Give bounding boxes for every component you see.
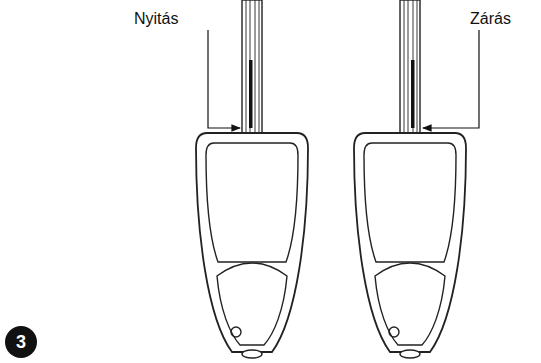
groove-mark-left (249, 60, 253, 128)
key-left (196, 0, 308, 358)
key-right (354, 0, 466, 358)
label-open: Nyitás (134, 10, 178, 28)
groove-mark-right (411, 60, 415, 128)
leader-close (423, 30, 479, 128)
figure-number-badge: 3 (5, 326, 37, 358)
callout-number: 3 (16, 333, 26, 351)
label-close: Zárás (470, 10, 511, 28)
leader-open (208, 30, 240, 128)
